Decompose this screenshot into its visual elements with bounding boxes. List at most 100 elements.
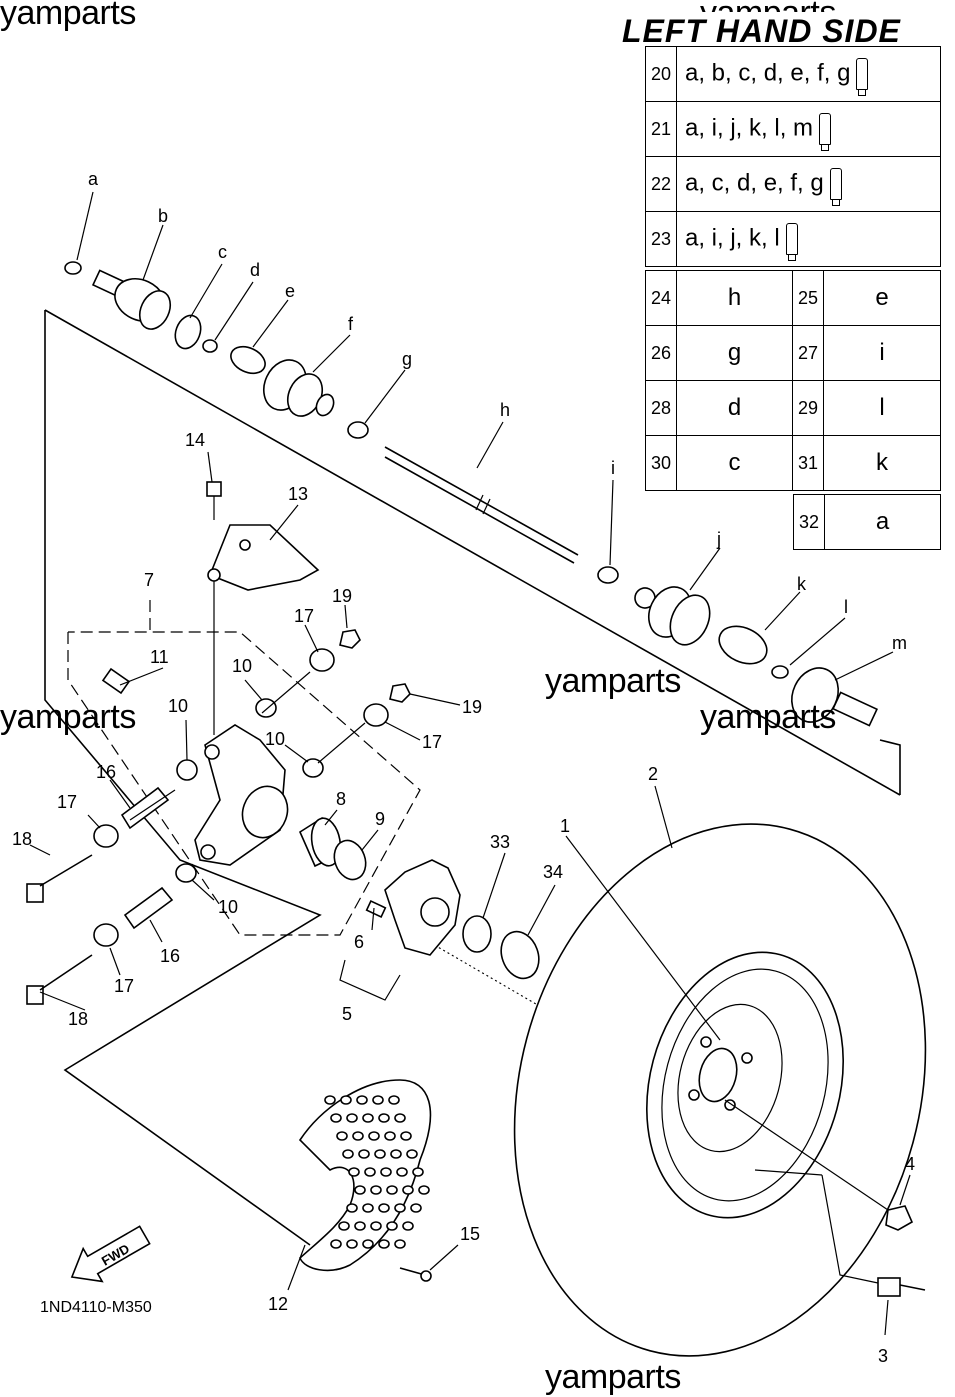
part-letter: k <box>823 435 941 491</box>
boot-f <box>263 359 335 417</box>
callout-13: 13 <box>288 484 308 504</box>
part-number: 24 <box>645 270 677 326</box>
bush-17a <box>309 648 335 672</box>
disc-hole <box>378 1203 390 1213</box>
callout-17c: 17 <box>57 792 77 812</box>
knuckle-parts <box>26 481 411 1005</box>
disc-hole <box>418 1185 430 1195</box>
disc-hole <box>348 1167 360 1177</box>
band-k <box>718 625 768 665</box>
kit-parts: a, b, c, d, e, f, g <box>685 59 851 87</box>
callout-a: a <box>88 169 99 189</box>
callout-h: h <box>500 400 510 420</box>
last-legend-table: 32 a <box>793 494 941 550</box>
disc-hole <box>362 1239 374 1249</box>
disc-hole <box>368 1131 380 1141</box>
part-number: 30 <box>645 435 677 491</box>
callout-l: l <box>844 597 848 617</box>
disc-hole <box>394 1239 406 1249</box>
callout-17d: 17 <box>114 976 134 996</box>
callout-10b: 10 <box>232 656 252 676</box>
legend-row: 20 a, b, c, d, e, f, g <box>645 46 941 102</box>
legend-row: 28 d 29 l <box>645 380 941 436</box>
part-number: 25 <box>792 270 824 326</box>
driveshaft-parts <box>64 261 878 727</box>
frame-lines <box>44 309 901 1246</box>
grease-tube-icon <box>856 58 869 96</box>
callout-2: 2 <box>648 764 658 784</box>
callout-6: 6 <box>354 932 364 952</box>
disc-hole <box>340 1095 352 1105</box>
callout-g: g <box>402 349 412 369</box>
disc-hole <box>364 1167 376 1177</box>
kit-parts: a, i, j, k, l, m <box>685 114 814 142</box>
outer-joint-m <box>791 667 878 727</box>
bush-17b <box>363 703 389 727</box>
disc-hole <box>346 1239 358 1249</box>
disc-hole <box>390 1149 402 1159</box>
kit-legend-table: 20 a, b, c, d, e, f, g 21 a, i, j, k, l,… <box>645 46 941 267</box>
callout-leaders <box>29 191 911 1336</box>
part-letter: l <box>823 380 941 436</box>
part-letter: d <box>676 380 793 436</box>
kit-number: 21 <box>645 101 677 157</box>
legend-row: 30 c 31 k <box>645 435 941 491</box>
legend-row: 32 a <box>793 494 941 550</box>
callout-33: 33 <box>490 832 510 852</box>
disc-hole <box>346 1203 358 1213</box>
disc-hole <box>386 1185 398 1195</box>
grease-tube-icon <box>829 168 842 206</box>
callout-10c: 10 <box>265 729 285 749</box>
bolt-18b <box>26 954 93 1005</box>
callout-19b: 19 <box>462 697 482 717</box>
bush-17d <box>93 923 119 947</box>
circlip-9 <box>333 839 367 881</box>
part-number: 28 <box>645 380 677 436</box>
callout-i: i <box>611 458 615 478</box>
callout-9: 9 <box>375 809 385 829</box>
watermark: yamparts <box>0 698 136 736</box>
nut-19b <box>389 683 411 703</box>
nut-19a <box>339 629 361 649</box>
part-letter: c <box>676 435 793 491</box>
callout-18a: 18 <box>12 829 32 849</box>
callout-17a: 17 <box>294 606 314 626</box>
kit-number: 22 <box>645 156 677 212</box>
watermark: yamparts <box>545 662 681 700</box>
nipple-11 <box>101 667 131 695</box>
ring-d <box>202 339 218 353</box>
part-letter: g <box>676 325 793 381</box>
legend-row: 23 a, i, j, k, l <box>645 211 941 267</box>
callout-e: e <box>285 281 295 301</box>
pair-legend-table: 24 h 25 e 26 g 27 i 28 d 29 l 30 c 31 k <box>645 270 941 491</box>
callout-b: b <box>158 206 168 226</box>
callout-labels: a b c d e f g h i j k l m 1 2 3 4 5 6 7 … <box>12 169 915 1366</box>
callout-10d: 10 <box>218 897 238 917</box>
stud-6 <box>365 900 387 918</box>
callout-1: 1 <box>560 816 570 836</box>
disc-hole <box>354 1185 366 1195</box>
wheel-assembly <box>513 823 927 1357</box>
callout-15: 15 <box>460 1224 480 1244</box>
watermark: yamparts <box>0 0 136 32</box>
diagram-code: 1ND4110-M350 <box>40 1299 152 1316</box>
watermark: yamparts <box>545 1358 681 1396</box>
disc-hole <box>402 1221 414 1231</box>
nut-33 <box>462 915 492 953</box>
legend-row: 22 a, c, d, e, f, g <box>645 156 941 212</box>
kit-parts: a, i, j, k, l <box>685 224 780 252</box>
disc-hole <box>338 1221 350 1231</box>
watermark: yamparts <box>700 698 836 736</box>
disc-hole <box>352 1131 364 1141</box>
legend-row: 21 a, i, j, k, l, m <box>645 101 941 157</box>
part-letter: i <box>823 325 941 381</box>
brake-disc-12 <box>298 1079 432 1272</box>
callout-3: 3 <box>878 1346 888 1366</box>
callout-f: f <box>348 314 354 334</box>
bolt-14 <box>206 481 222 520</box>
legend-row: 26 g 27 i <box>645 325 941 381</box>
hub-parts <box>365 859 540 980</box>
callout-34: 34 <box>543 862 563 882</box>
fwd-arrow: FWD <box>70 1225 151 1283</box>
